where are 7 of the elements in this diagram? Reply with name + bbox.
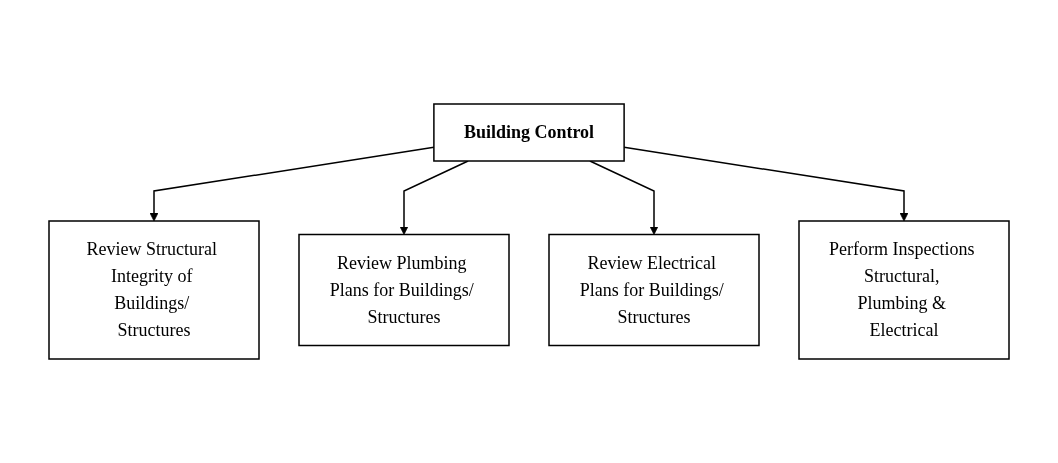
node-box: Review Structural Integrity of Buildings/ Structures bbox=[48, 220, 260, 360]
node-box: Perform Inspections Structural, Plumbing & Electrical bbox=[798, 220, 1010, 360]
arrow bbox=[589, 160, 659, 235]
arrow bbox=[399, 160, 469, 235]
node-box: Review Electrical Plans for Buildings/ Structures bbox=[548, 233, 760, 347]
node-box: Building Control bbox=[433, 103, 625, 162]
node-box: Review Plumbing Plans for Buildings/ Structures bbox=[298, 233, 510, 347]
